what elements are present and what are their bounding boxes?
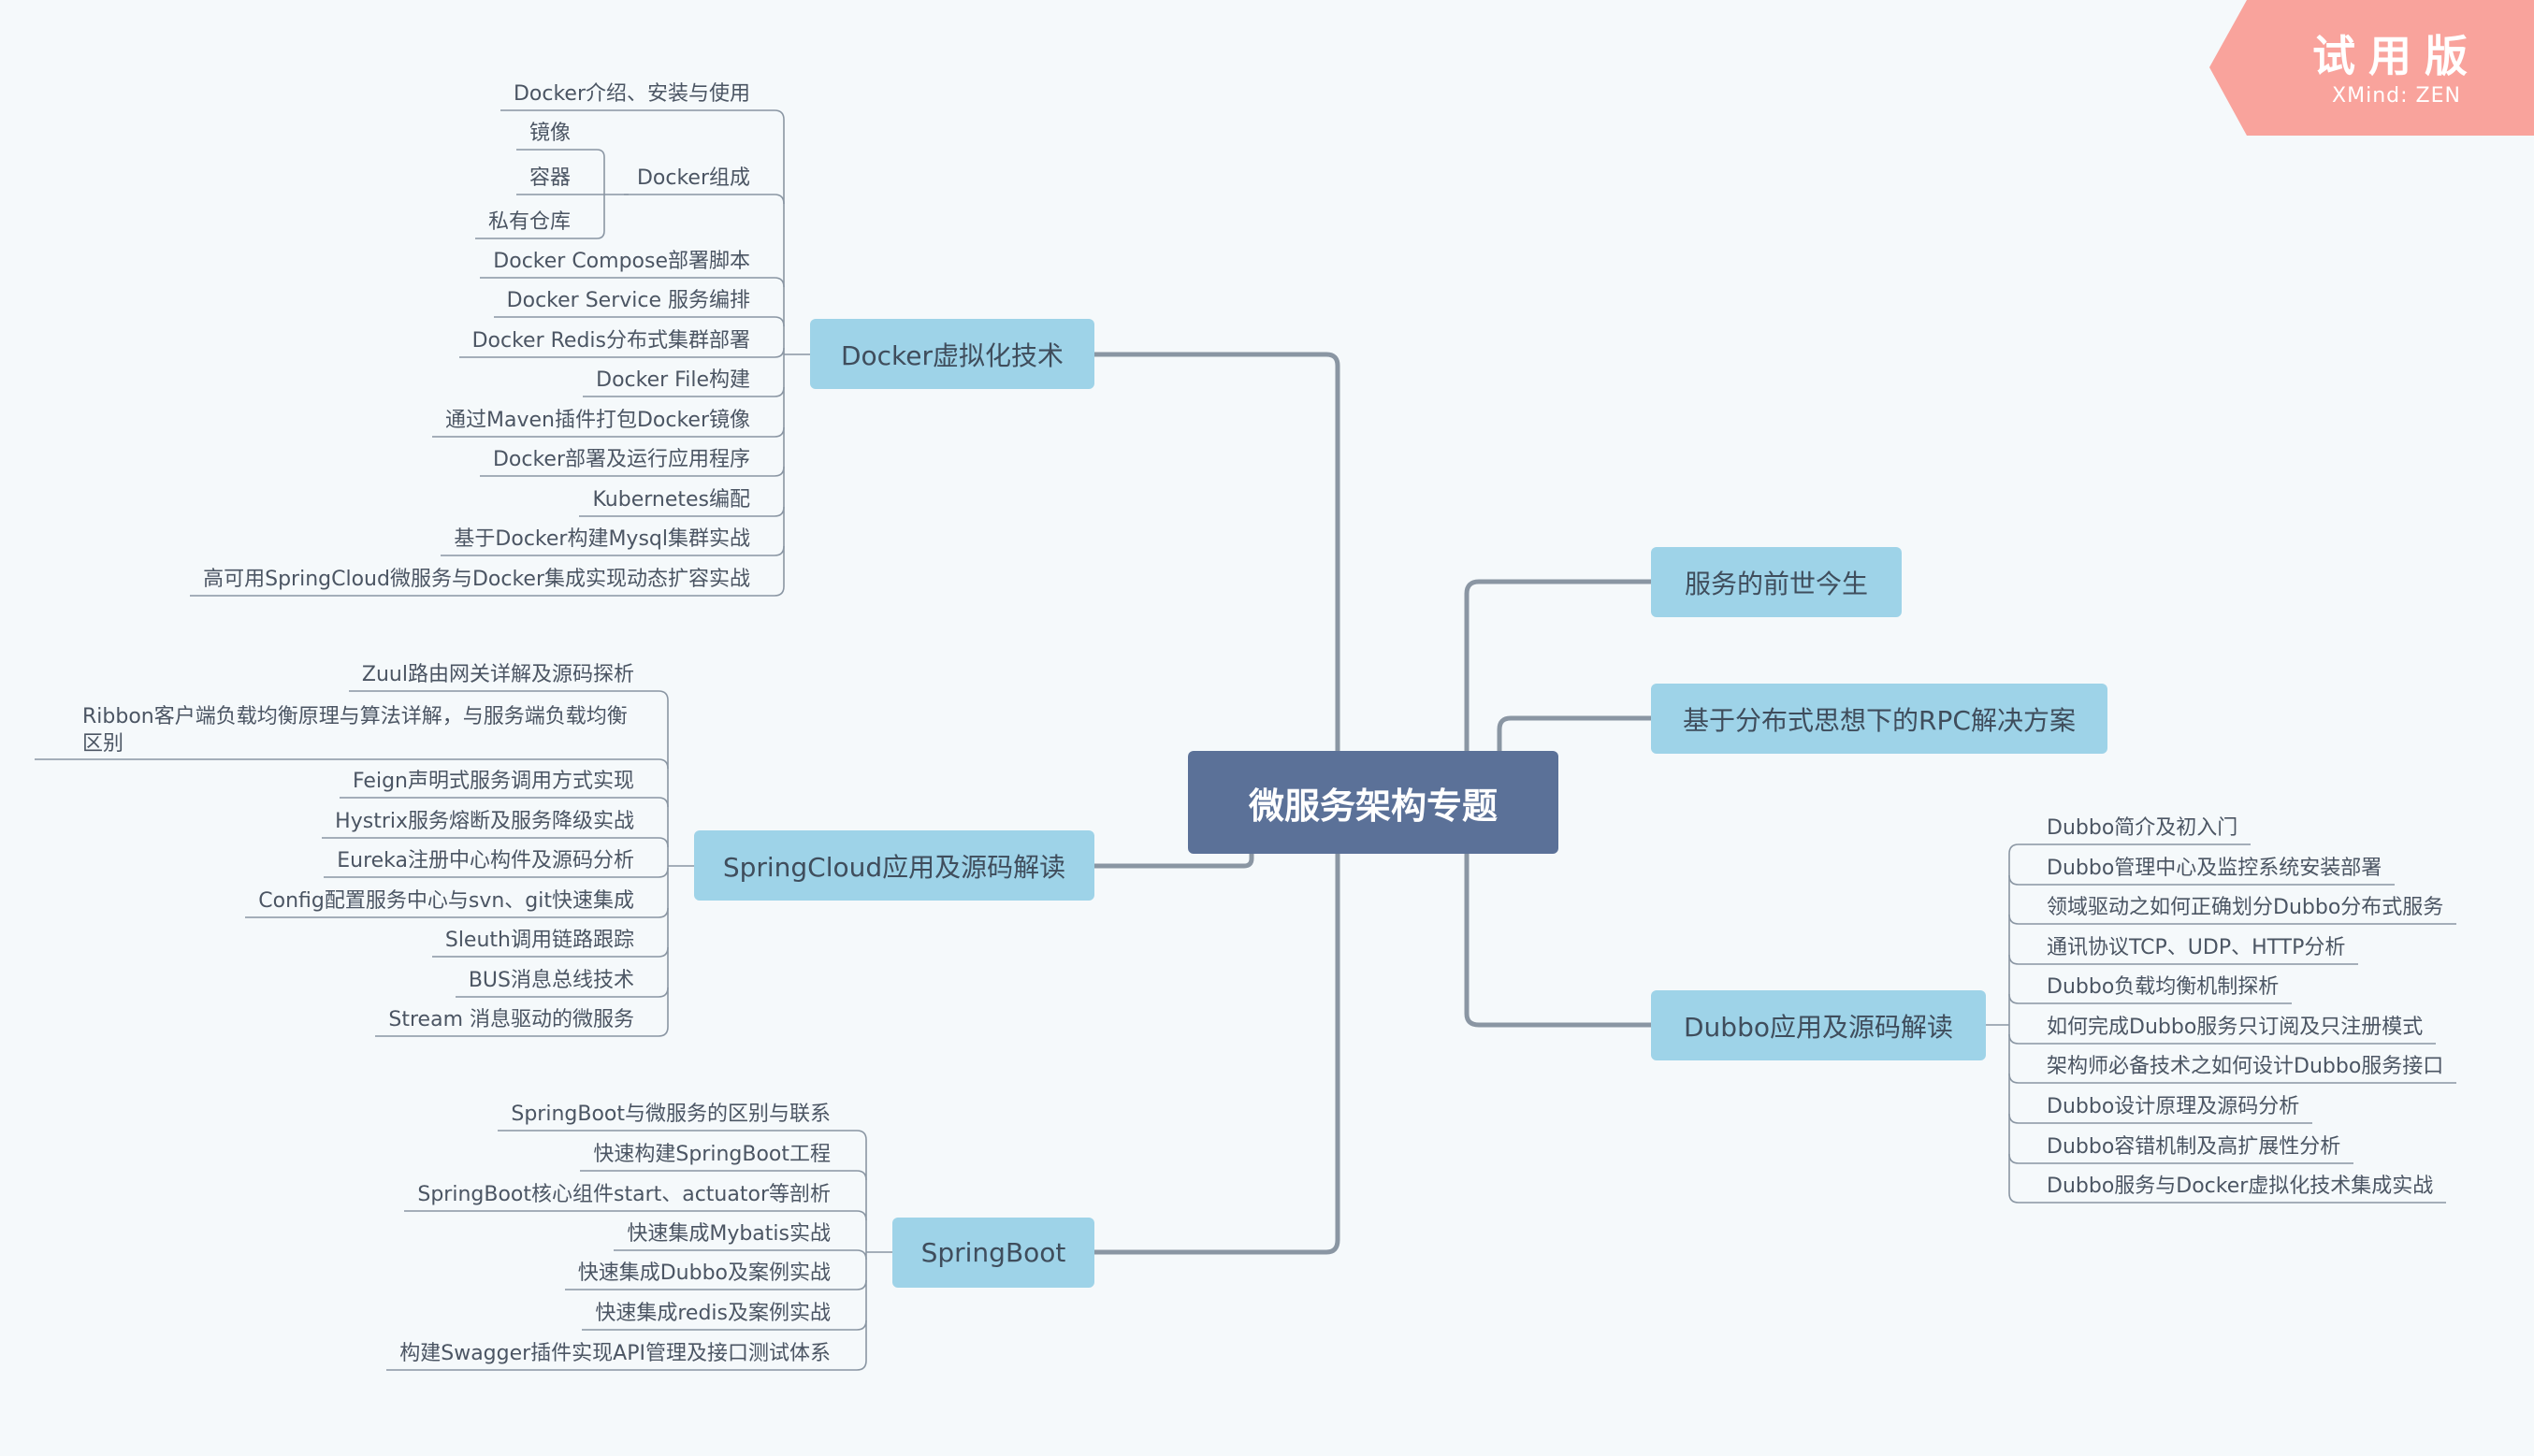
subtopic[interactable]: Docker组成 xyxy=(636,166,750,190)
subtopic[interactable]: 通讯协议TCP、UDP、HTTP分析 xyxy=(2047,936,2346,959)
connector-main xyxy=(1094,854,1254,869)
subtopic[interactable]: Dubbo服务与Docker虚拟化技术集成实战 xyxy=(2047,1175,2434,1198)
subtopic[interactable]: BUS消息总线技术 xyxy=(468,969,634,992)
watermark-shape xyxy=(2209,0,2534,136)
subtopic-underline xyxy=(580,1170,867,1181)
subtopic-elbow xyxy=(2008,843,2020,855)
topic-dubbo[interactable]: Dubbo应用及源码解读 xyxy=(1651,990,1986,1060)
topic-springcloud[interactable]: SpringCloud应用及源码解读 xyxy=(694,830,1094,901)
subtopic-underline xyxy=(340,797,669,808)
subtopic-elbow xyxy=(2008,1192,2020,1204)
subtopic-underline xyxy=(386,1360,867,1371)
subtopic-underline xyxy=(35,758,669,770)
subtopic[interactable]: SpringBoot与微服务的区别与联系 xyxy=(511,1103,831,1126)
subtopic[interactable]: 快速集成Dubbo及案例实战 xyxy=(577,1261,831,1285)
subtopic-underline xyxy=(500,109,785,121)
subtopic[interactable]: 快速集成Mybatis实战 xyxy=(627,1222,831,1246)
subtopic-underline xyxy=(404,1210,867,1221)
subtopic[interactable]: Dubbo设计原理及源码分析 xyxy=(2047,1095,2300,1118)
subtopic[interactable]: Dubbo容错机制及高扩展性分析 xyxy=(2047,1135,2341,1159)
subtopic[interactable]: Docker介绍、安装与使用 xyxy=(513,82,750,106)
subtopic[interactable]: Sleuth调用链路跟踪 xyxy=(444,929,634,952)
subtopic[interactable]: Kubernetes编配 xyxy=(592,488,750,512)
subtopic[interactable]: 通过Maven插件打包Docker镜像 xyxy=(445,409,750,432)
subtopic[interactable]: 如何完成Dubbo服务只订阅及只注册模式 xyxy=(2047,1016,2424,1039)
subtopic-elbow xyxy=(2008,1113,2020,1124)
subtopic-underline xyxy=(190,585,785,597)
subtopic-underline xyxy=(349,690,669,701)
subtopic[interactable]: Config配置服务中心与svn、git快速集成 xyxy=(258,889,634,913)
subtopic[interactable]: Feign声明式服务调用方式实现 xyxy=(352,770,634,793)
trial-watermark: 试用版 XMind: ZEN xyxy=(2209,0,2534,136)
subtopic[interactable]: Docker Service 服务编排 xyxy=(506,289,750,312)
subtopic[interactable]: 快速集成redis及案例实战 xyxy=(595,1302,831,1325)
subtopic[interactable]: 架构师必备技术之如何设计Dubbo服务接口 xyxy=(2047,1055,2444,1078)
connector-main xyxy=(1464,854,1651,1028)
subtopic-underline xyxy=(624,194,785,205)
subtopic[interactable]: 快速构建SpringBoot工程 xyxy=(593,1143,831,1166)
subtopic-underline xyxy=(322,837,669,848)
subtopic[interactable]: Docker部署及运行应用程序 xyxy=(492,448,750,471)
topic-rpc-solution[interactable]: 基于分布式思想下的RPC解决方案 xyxy=(1651,684,2107,754)
subtopic[interactable]: SpringBoot核心组件start、actuator等剖析 xyxy=(417,1183,831,1206)
topic-service-history[interactable]: 服务的前世今生 xyxy=(1651,547,1902,617)
subtopic[interactable]: Dubbo负载均衡机制探析 xyxy=(2047,975,2280,999)
subtopic[interactable]: Dubbo管理中心及监控系统安装部署 xyxy=(2047,857,2382,880)
subtopic[interactable]: 基于Docker构建Mysql集群实战 xyxy=(454,527,750,551)
subtopic-underline xyxy=(498,1130,867,1141)
topic-springboot[interactable]: SpringBoot xyxy=(892,1218,1094,1288)
subtopic-underline xyxy=(480,277,785,288)
subtopic[interactable]: Hystrix服务熔断及服务降级实战 xyxy=(335,810,634,833)
subtopic-leaf[interactable]: 私有仓库 xyxy=(487,210,571,234)
connector-main xyxy=(1094,802,1340,1255)
topic-docker[interactable]: Docker虚拟化技术 xyxy=(810,319,1094,389)
watermark-title: 试用版 xyxy=(2312,31,2481,81)
subtopic[interactable]: Dubbo简介及初入门 xyxy=(2047,816,2238,840)
subtopic[interactable]: Docker Compose部署脚本 xyxy=(493,250,750,273)
subtopic[interactable]: Ribbon客户端负载均衡原理与算法详解，与服务端负载均衡区别 xyxy=(82,705,628,756)
subtopic-elbow xyxy=(2008,1153,2020,1164)
connector-main xyxy=(1497,715,1651,751)
subtopic-elbow xyxy=(2008,914,2020,925)
subtopic-leaf[interactable]: 容器 xyxy=(529,166,571,190)
subtopic[interactable]: Docker Redis分布式集群部署 xyxy=(471,329,750,353)
subtopic-elbow xyxy=(2008,874,2020,886)
subtopic[interactable]: Zuul路由网关详解及源码探析 xyxy=(361,663,634,686)
subtopic[interactable]: 领域驱动之如何正确划分Dubbo分布式服务 xyxy=(2047,896,2444,919)
subtopic[interactable]: Eureka注册中心构件及源码分析 xyxy=(337,849,634,872)
subtopic[interactable]: 高可用SpringCloud微服务与Docker集成实现动态扩容实战 xyxy=(203,568,750,591)
subtopic-elbow xyxy=(2008,954,2020,965)
subtopic-underline xyxy=(475,230,605,239)
subtopic[interactable]: 构建Swagger插件实现API管理及接口测试体系 xyxy=(399,1342,831,1365)
subtopic[interactable]: Stream 消息驱动的微服务 xyxy=(388,1008,634,1031)
subtopic-leaf[interactable]: 镜像 xyxy=(529,122,571,145)
connector-main xyxy=(1464,579,1651,751)
subtopic[interactable]: Docker File构建 xyxy=(596,368,750,392)
subtopic-elbow xyxy=(2008,1073,2020,1084)
root-topic[interactable]: 微服务架构专题 xyxy=(1188,751,1558,854)
subtopic-underline xyxy=(516,149,605,158)
subtopic-elbow xyxy=(2008,993,2020,1004)
connector-main xyxy=(1094,352,1340,802)
subtopic-elbow xyxy=(2008,1033,2020,1045)
subtopic-underline xyxy=(614,1249,867,1261)
subtopic-underline xyxy=(375,1026,669,1037)
watermark-subtitle: XMind: ZEN xyxy=(2332,84,2461,108)
subtopic-underline xyxy=(494,316,785,327)
